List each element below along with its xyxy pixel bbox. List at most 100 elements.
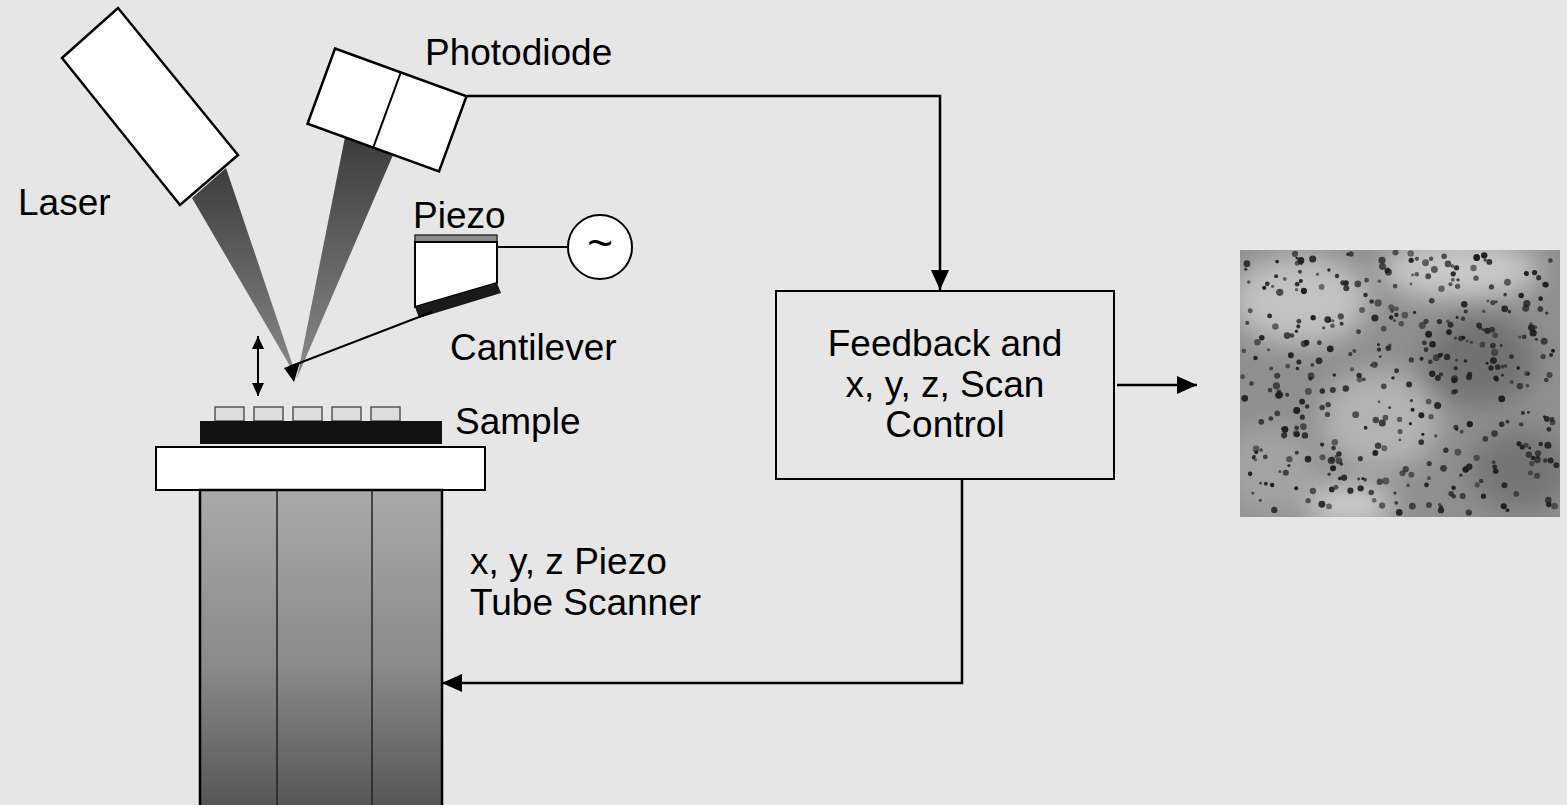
image-pore [1399,470,1405,476]
image-pore [1334,455,1337,458]
image-pore [1467,421,1473,427]
image-pore [1411,408,1415,412]
image-pore [1482,310,1485,313]
image-pore [1494,377,1499,382]
image-pore [1369,299,1374,304]
part-label: Sample [455,403,580,440]
electrode-split [371,490,373,805]
image-pore [1381,383,1387,389]
image-pore [1393,319,1396,322]
image-pore [1304,340,1310,346]
image-pore [1464,359,1468,363]
image-pore [1253,446,1260,453]
image-pore [1548,458,1554,464]
image-pore [1378,279,1382,283]
image-pore [1414,272,1419,277]
image-pore [1316,273,1319,276]
image-pore [1286,456,1292,462]
image-pore [1523,300,1530,307]
image-pore [1244,268,1247,271]
image-pore [1410,283,1413,286]
image-pore [1273,382,1280,389]
image-pore [1481,252,1487,258]
image-pore [1553,462,1559,468]
image-pore [1541,354,1546,359]
image-pore [1444,354,1450,360]
image-pore [1402,312,1409,319]
image-pore [1295,282,1300,287]
laser-outline [62,8,238,205]
image-pore [1305,404,1309,408]
image-pore [1347,488,1353,494]
sample-feature [254,407,283,421]
laser-source: Laser [62,8,238,205]
image-pore [1499,421,1505,427]
image-pore [1438,285,1445,292]
image-pore [1352,411,1359,418]
image-pore [1397,429,1402,434]
image-pore [1258,419,1264,425]
image-pore [1550,417,1555,422]
image-pore [1296,360,1301,365]
image-pore [1276,289,1283,296]
image-pore [1504,279,1511,286]
image-pore [1287,464,1290,467]
image-pore [1545,311,1548,314]
image-pore [1240,374,1245,379]
image-pore [1357,485,1363,491]
image-pore [1248,472,1253,477]
image-pore [1551,349,1555,353]
image-pore [1461,301,1467,307]
image-pore [1548,258,1553,263]
image-pore [1516,441,1521,446]
image-pore [1491,349,1498,356]
image-pore [1325,402,1330,407]
image-pore [1517,383,1523,389]
image-pore [1428,414,1433,419]
image-pore [1456,316,1459,319]
image-pore [1282,426,1289,433]
image-shading [1380,250,1540,300]
image-pore [1421,433,1424,436]
image-pore [1319,405,1324,410]
image-pore [1454,265,1459,270]
image-pore [1373,417,1380,424]
image-pore [1501,374,1504,377]
image-pore [1271,507,1277,513]
image-pore [1501,482,1507,488]
image-pore [1406,483,1410,487]
image-pore [1501,503,1507,509]
sample-stage [156,447,485,490]
image-pore [1461,317,1465,321]
image-pore [1470,341,1473,344]
signal-arrow [467,96,940,290]
image-pore [1528,447,1531,450]
image-pore [1490,300,1495,305]
image-pore [1390,309,1394,313]
image-pore [1544,442,1551,449]
image-pore [1299,279,1303,283]
image-pore [1268,388,1273,393]
image-pore [1284,427,1287,430]
image-pore [1413,311,1416,314]
node-label: Photodiode [425,34,612,71]
image-pore [1394,368,1399,373]
image-pore [1453,389,1458,394]
image-pore [1259,448,1263,452]
image-pore [1524,271,1529,276]
image-pore [1530,329,1537,336]
image-pore [1543,458,1548,463]
image-pore [1325,412,1330,417]
image-pore [1379,502,1385,508]
image-pore [1453,425,1458,430]
image-pore [1392,250,1398,255]
image-pore [1294,486,1298,490]
image-pore [1484,328,1490,334]
image-shading [1425,315,1535,405]
cantilever-tip [284,362,300,382]
image-pore [1334,485,1339,490]
image-pore [1375,443,1382,450]
image-pore [1275,392,1282,399]
image-pore [1536,456,1539,459]
